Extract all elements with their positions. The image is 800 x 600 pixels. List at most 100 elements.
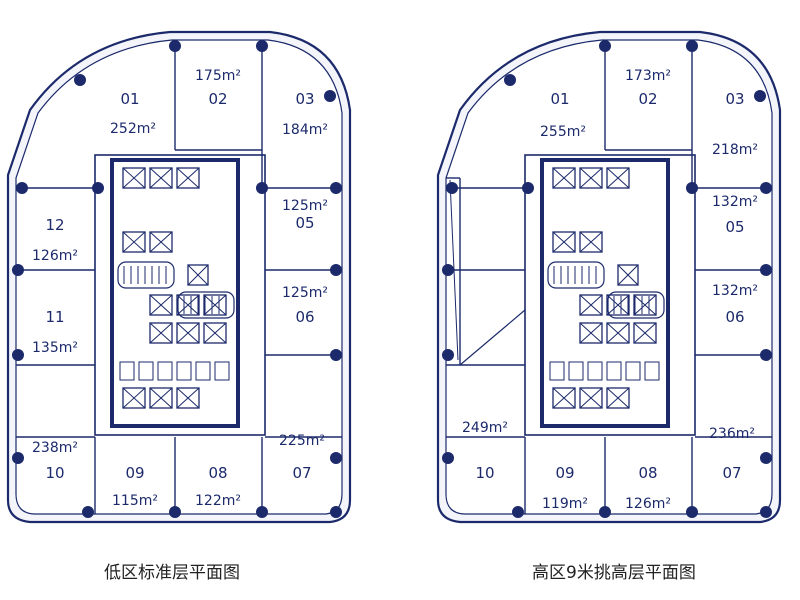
unit-number-06: 06: [725, 308, 744, 326]
elevator-car: [122, 231, 146, 253]
column: [760, 182, 772, 194]
unit-area-12: 126m²: [32, 248, 78, 264]
column: [256, 506, 268, 518]
elevator-car: [176, 322, 200, 344]
unit-area-02: 173m²: [625, 68, 671, 84]
elevator-car: [579, 167, 603, 189]
restroom-stall: [644, 361, 660, 381]
elevator-car: [579, 387, 603, 409]
unit-area-06: 125m²: [282, 285, 328, 301]
restroom-stall: [176, 361, 192, 381]
unit-area-05: 132m²: [712, 194, 758, 210]
column: [599, 40, 611, 52]
column: [442, 349, 454, 361]
elevator-car: [579, 322, 603, 344]
unit-area-06: 132m²: [712, 283, 758, 299]
column: [686, 182, 698, 194]
unit-number-05: 05: [725, 218, 744, 236]
elevator-car: [203, 322, 227, 344]
unit-number-01: 01: [120, 90, 139, 108]
elevator-car: [122, 167, 146, 189]
column: [330, 264, 342, 276]
elevator-car: [176, 294, 200, 316]
unit-number-09: 09: [125, 464, 144, 482]
unit-area-08: 122m²: [195, 493, 241, 509]
elevator-car: [606, 387, 630, 409]
elevator-car: [187, 264, 209, 286]
stair: [117, 261, 175, 289]
column: [599, 506, 611, 518]
column: [686, 506, 698, 518]
unit-area-03: 218m²: [712, 142, 758, 158]
elevator-car: [149, 294, 173, 316]
column: [330, 506, 342, 518]
unit-area-08: 126m²: [625, 496, 671, 512]
unit-area-03: 184m²: [282, 122, 328, 138]
elevator-car: [633, 322, 657, 344]
unit-number-05: 05: [295, 214, 314, 232]
elevator-car: [149, 322, 173, 344]
column: [74, 74, 86, 86]
column: [760, 264, 772, 276]
column: [12, 264, 24, 276]
elevator-car: [122, 387, 146, 409]
restroom-stall: [587, 361, 603, 381]
elevator-car: [552, 167, 576, 189]
elevator-car: [617, 264, 639, 286]
unit-area-10: 249m²: [462, 420, 508, 436]
unit-number-07: 07: [722, 464, 741, 482]
unit-number-08: 08: [208, 464, 227, 482]
column: [256, 40, 268, 52]
column: [92, 182, 104, 194]
column: [442, 264, 454, 276]
elevator-car: [176, 167, 200, 189]
unit-number-03: 03: [725, 90, 744, 108]
stair: [547, 261, 605, 289]
column: [256, 182, 268, 194]
restroom-stall: [214, 361, 230, 381]
column: [760, 452, 772, 464]
column: [330, 349, 342, 361]
restroom-stall: [195, 361, 211, 381]
floor-plans-drawing: 01252m²02175m²03184m²05125m²06125m²07225…: [6, 30, 782, 524]
unit-number-01: 01: [550, 90, 569, 108]
column: [16, 182, 28, 194]
elevator-car: [149, 167, 173, 189]
unit-area-11: 135m²: [32, 340, 78, 356]
unit-area-01: 252m²: [110, 121, 156, 137]
unit-area-05: 125m²: [282, 198, 328, 214]
restroom-stall: [549, 361, 565, 381]
unit-number-12: 12: [45, 216, 64, 234]
elevator-car: [606, 167, 630, 189]
column: [522, 182, 534, 194]
column: [442, 452, 454, 464]
unit-area-09: 115m²: [112, 493, 158, 509]
unit-number-11: 11: [45, 308, 64, 326]
low-zone-plan: 01252m²02175m²03184m²05125m²06125m²07225…: [6, 30, 352, 524]
unit-number-02: 02: [638, 90, 657, 108]
unit-number-09: 09: [555, 464, 574, 482]
column: [169, 506, 181, 518]
column: [12, 349, 24, 361]
unit-area-09: 119m²: [542, 496, 588, 512]
restroom-stall: [625, 361, 641, 381]
elevator-car: [606, 322, 630, 344]
unit-number-10: 10: [475, 464, 494, 482]
column: [760, 506, 772, 518]
column: [82, 506, 94, 518]
column: [324, 90, 336, 102]
column: [754, 90, 766, 102]
core-wall: [540, 158, 670, 428]
column: [512, 506, 524, 518]
stair: [607, 291, 665, 319]
elevator-car: [149, 231, 173, 253]
column: [330, 452, 342, 464]
elevator-car: [149, 387, 173, 409]
unit-area-10: 238m²: [32, 440, 78, 456]
column: [330, 182, 342, 194]
core-wall: [110, 158, 240, 428]
unit-area-07: 225m²: [279, 433, 325, 449]
elevator-car: [579, 231, 603, 253]
unit-number-07: 07: [292, 464, 311, 482]
